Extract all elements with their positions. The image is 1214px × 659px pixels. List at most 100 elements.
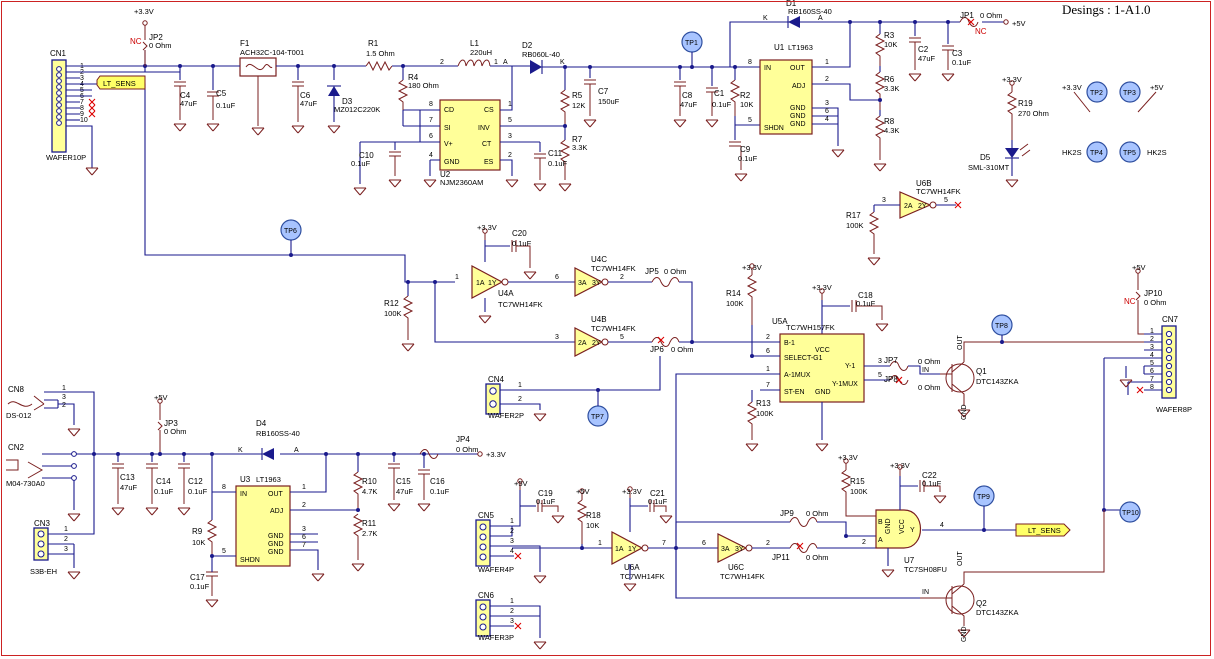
cn1-hole xyxy=(56,96,62,102)
cn1-hole xyxy=(56,66,62,72)
u2-pin-inv: INV xyxy=(478,125,490,132)
c21-ref: C21 xyxy=(650,489,665,498)
lt-sens-label-u7 xyxy=(1015,523,1071,537)
pin_numbers-6: 7 xyxy=(766,382,770,389)
cn1-hole xyxy=(56,78,62,84)
u6c-buffer xyxy=(717,533,748,563)
u2-pinnum-3: 3 xyxy=(508,133,512,140)
u1-ref: U1 xyxy=(774,43,785,52)
r7-ref: R7 xyxy=(572,135,583,144)
cn7-hole xyxy=(1165,354,1173,362)
components-u3-pins-6: SHDN xyxy=(240,557,260,564)
jp2-nc: NC xyxy=(130,37,142,46)
pin_numbers-1: 2 xyxy=(510,528,514,535)
diode_pins-k: K xyxy=(560,59,565,66)
jp11-value: 0 Ohm xyxy=(806,553,829,562)
c1-value: 0.1uF xyxy=(712,100,732,109)
c15-ref: C15 xyxy=(396,477,411,486)
components-u6c-pins-0: 3A xyxy=(721,546,730,553)
c9-value: 0.1uF xyxy=(738,154,758,163)
jp3-value: 0 Ohm xyxy=(164,427,187,436)
components-u6a-pins-0: 1A xyxy=(615,546,624,553)
cn6-value: WAFER3P xyxy=(478,633,514,642)
pin_numbers-5: 6 xyxy=(555,274,559,281)
u2-pinnum-5: 5 xyxy=(508,117,512,124)
r3-value: 10K xyxy=(884,40,897,49)
lt-sens-text-u7: LT_SENS xyxy=(1028,526,1061,535)
pin_numbers-0: 1 xyxy=(64,526,68,533)
c2-ref: C2 xyxy=(918,45,929,54)
cn7-hole xyxy=(1165,370,1173,378)
cn7-hole xyxy=(1165,338,1173,346)
u4b-ref: U4B xyxy=(591,315,607,324)
components-u5a-pins-2: A-1MUX xyxy=(784,372,811,379)
tp3-power: +5V xyxy=(1150,83,1164,92)
components-u1-pins-3: GND xyxy=(790,105,806,112)
components-u3-pins-5: GND xyxy=(268,549,284,556)
cn7-hole xyxy=(1165,346,1173,354)
cn1-hole xyxy=(56,108,62,114)
jp4-power: +3.3V xyxy=(486,450,506,459)
pin_numbers-0: 1 xyxy=(766,366,770,373)
jp8-value: 0 Ohm xyxy=(918,383,941,392)
q1-ref: Q1 xyxy=(976,367,987,376)
c11-value: 0.1uF xyxy=(548,159,568,168)
c4-value: 47uF xyxy=(180,99,198,108)
cn5-ref: CN5 xyxy=(478,511,495,520)
u5a-mux xyxy=(779,333,865,403)
components-u4a-pins-1: 1Y xyxy=(488,280,497,287)
components-u5a-pins-3: ST-EN xyxy=(784,389,805,396)
cn1-connector: CN1 WAFER10P xyxy=(46,49,86,162)
cn7-pin-number: 8 xyxy=(1150,384,1154,391)
jp1-power: +5V xyxy=(1012,19,1026,28)
c5-ref: C5 xyxy=(216,89,227,98)
components-u3-pins-2: ADJ xyxy=(270,508,283,515)
c18-power: +3.3V xyxy=(812,283,832,292)
components-u3-pins-1: OUT xyxy=(268,491,284,498)
components-u5a-pins-6: VCC xyxy=(815,347,830,354)
u2-pinnum-1: 1 xyxy=(508,101,512,108)
pin_numbers-2: 3 xyxy=(878,358,882,365)
c5-value: 0.1uF xyxy=(216,101,236,110)
components-u7-pins-0: B xyxy=(878,519,883,526)
components-u1-pins-1: OUT xyxy=(790,65,806,72)
pin_numbers-2: 3 xyxy=(882,197,886,204)
r14-value: 100K xyxy=(726,299,744,308)
jp8-ref: JP8 xyxy=(884,375,898,384)
cn1-hole xyxy=(56,90,62,96)
pin_numbers-6: 7 xyxy=(662,540,666,547)
c18-ref: C18 xyxy=(858,291,873,300)
u2-ref: U2 xyxy=(440,170,451,179)
c4-ref: C4 xyxy=(180,91,191,100)
cn7-pin-number: 4 xyxy=(1150,352,1154,359)
components-tp10-ref: TP10 xyxy=(1122,510,1139,517)
pin_numbers-1: 2 xyxy=(766,334,770,341)
u6a-power: +3.3V xyxy=(622,487,642,496)
cn7-value: WAFER8P xyxy=(1156,405,1192,414)
pin_numbers-0: 1 xyxy=(62,385,66,392)
cn6-ref: CN6 xyxy=(478,591,495,600)
pin_numbers-0: 1 xyxy=(510,598,514,605)
tp1-ref: TP1 xyxy=(685,40,698,47)
lt-sens-label-cn1 xyxy=(96,75,146,90)
cn3-ref: CN3 xyxy=(34,519,51,528)
r1-value: 1.5 Ohm xyxy=(366,49,395,58)
c13-ref: C13 xyxy=(120,473,135,482)
u4c-ref: U4C xyxy=(591,255,607,264)
jp3-power: +5V xyxy=(154,393,168,402)
u4c-value: TC7WH14FK xyxy=(591,264,636,273)
r18-value: 10K xyxy=(586,521,599,530)
pin_numbers-4: 5 xyxy=(620,334,624,341)
u6b-value: TC7WH14FK xyxy=(916,187,961,196)
u2-pin-cs: CS xyxy=(484,107,494,114)
r14-ref: R14 xyxy=(726,289,741,298)
pin_numbers-1: 2 xyxy=(620,274,624,281)
c2-value: 47uF xyxy=(918,54,936,63)
cn5-power: +5V xyxy=(514,479,528,488)
d3-ref: D3 xyxy=(342,97,353,106)
r6-ref: R6 xyxy=(884,75,895,84)
components-u1-pins-2: ADJ xyxy=(792,83,805,90)
cn1-pin-number: 8 xyxy=(80,105,84,112)
pin_numbers-2: 3 xyxy=(510,538,514,545)
pin_numbers-0: 1 xyxy=(598,540,602,547)
